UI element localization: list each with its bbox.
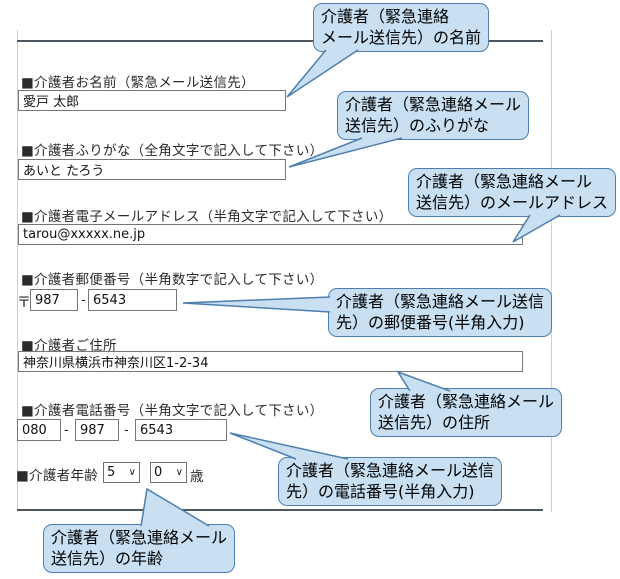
callout-phone-line2: 先）の電話番号(半角入力): [286, 482, 475, 501]
callout-email-line1: 介護者（緊急連絡メール: [416, 172, 593, 191]
callout-postal-line1: 介護者（緊急連絡メール送信: [336, 292, 545, 311]
form-right-border: [551, 30, 552, 512]
bottom-divider: [17, 509, 543, 511]
age-ones-select[interactable]: 0∨: [150, 462, 187, 483]
callout-name-tail: [286, 49, 359, 98]
postal-mark: 〒: [17, 295, 31, 311]
callout-furigana-line2: 送信先）のふりがな: [345, 116, 490, 135]
caregiver-phone-input-2[interactable]: [75, 419, 119, 441]
top-divider: [17, 40, 543, 42]
callout-name-line1: 介護者（緊急連絡: [321, 7, 450, 26]
callout-age: 介護者（緊急連絡メール 送信先）の年齢: [43, 524, 236, 573]
callout-postal-line2: 先）の郵便番号(半角入力): [336, 313, 525, 332]
callout-name: 介護者（緊急連絡 メール送信先）の名前: [313, 3, 490, 52]
callout-postal: 介護者（緊急連絡メール送信 先）の郵便番号(半角入力): [328, 288, 553, 337]
caregiver-address-label: ■介護者ご住所: [21, 338, 117, 354]
caregiver-phone-label: ■介護者電話番号（半角文字で記入して下さい）: [21, 403, 324, 419]
caregiver-name-input[interactable]: [18, 90, 286, 111]
age-tens-select[interactable]: 5∨: [103, 462, 140, 483]
caregiver-furigana-label: ■介護者ふりがな（全角文字で記入して下さい）: [21, 143, 324, 159]
callout-furigana: 介護者（緊急連絡メール 送信先）のふりがな: [337, 91, 530, 140]
caregiver-postal-input-1[interactable]: [30, 289, 78, 311]
caregiver-phone-input-1[interactable]: [17, 419, 61, 441]
form-left-border: [17, 30, 18, 512]
callout-age-line2: 送信先）の年齢: [51, 549, 164, 568]
caregiver-name-label: ■介護者お名前（緊急メール送信先）: [21, 75, 255, 91]
phone-separator-1: -: [64, 423, 69, 438]
chevron-down-icon: ∨: [128, 467, 136, 478]
callout-name-line2: メール送信先）の名前: [321, 28, 482, 47]
age-unit-label: 歳: [190, 469, 204, 485]
caregiver-address-input[interactable]: [18, 351, 523, 372]
caregiver-age-label: ■介護者年齢: [16, 468, 99, 484]
age-tens-value: 5: [107, 465, 116, 480]
caregiver-phone-input-3[interactable]: [135, 419, 227, 441]
callout-phone: 介護者（緊急連絡メール送信 先）の電話番号(半角入力): [278, 457, 503, 506]
caregiver-email-label: ■介護者電子メールアドレス（半角文字で記入して下さい）: [21, 209, 393, 225]
callout-email: 介護者（緊急連絡メール 送信先）のメールアドレス: [408, 168, 617, 217]
age-ones-value: 0: [154, 465, 163, 480]
chevron-down-icon: ∨: [175, 467, 183, 478]
phone-separator-2: -: [124, 423, 129, 438]
callout-address: 介護者（緊急連絡メール 送信先）の住所: [370, 388, 563, 437]
caregiver-postal-label: ■介護者郵便番号（半角数字で記入して下さい）: [21, 272, 324, 288]
caregiver-furigana-input[interactable]: [18, 159, 286, 180]
callout-phone-tail: [229, 432, 349, 460]
callout-address-line2: 送信先）の住所: [378, 413, 491, 432]
callout-email-line2: 送信先）のメールアドレス: [416, 193, 609, 212]
callout-postal-tail: [182, 296, 331, 313]
callout-address-line1: 介護者（緊急連絡メール: [378, 392, 555, 411]
callout-age-line1: 介護者（緊急連絡メール: [51, 528, 228, 547]
callout-furigana-line1: 介護者（緊急連絡メール: [345, 95, 522, 114]
callout-phone-line1: 介護者（緊急連絡メール送信: [286, 461, 495, 480]
caregiver-email-input[interactable]: [18, 224, 523, 245]
caregiver-postal-input-2[interactable]: [88, 289, 177, 311]
callout-age-tail: [140, 487, 210, 527]
postal-separator: -: [81, 293, 86, 308]
